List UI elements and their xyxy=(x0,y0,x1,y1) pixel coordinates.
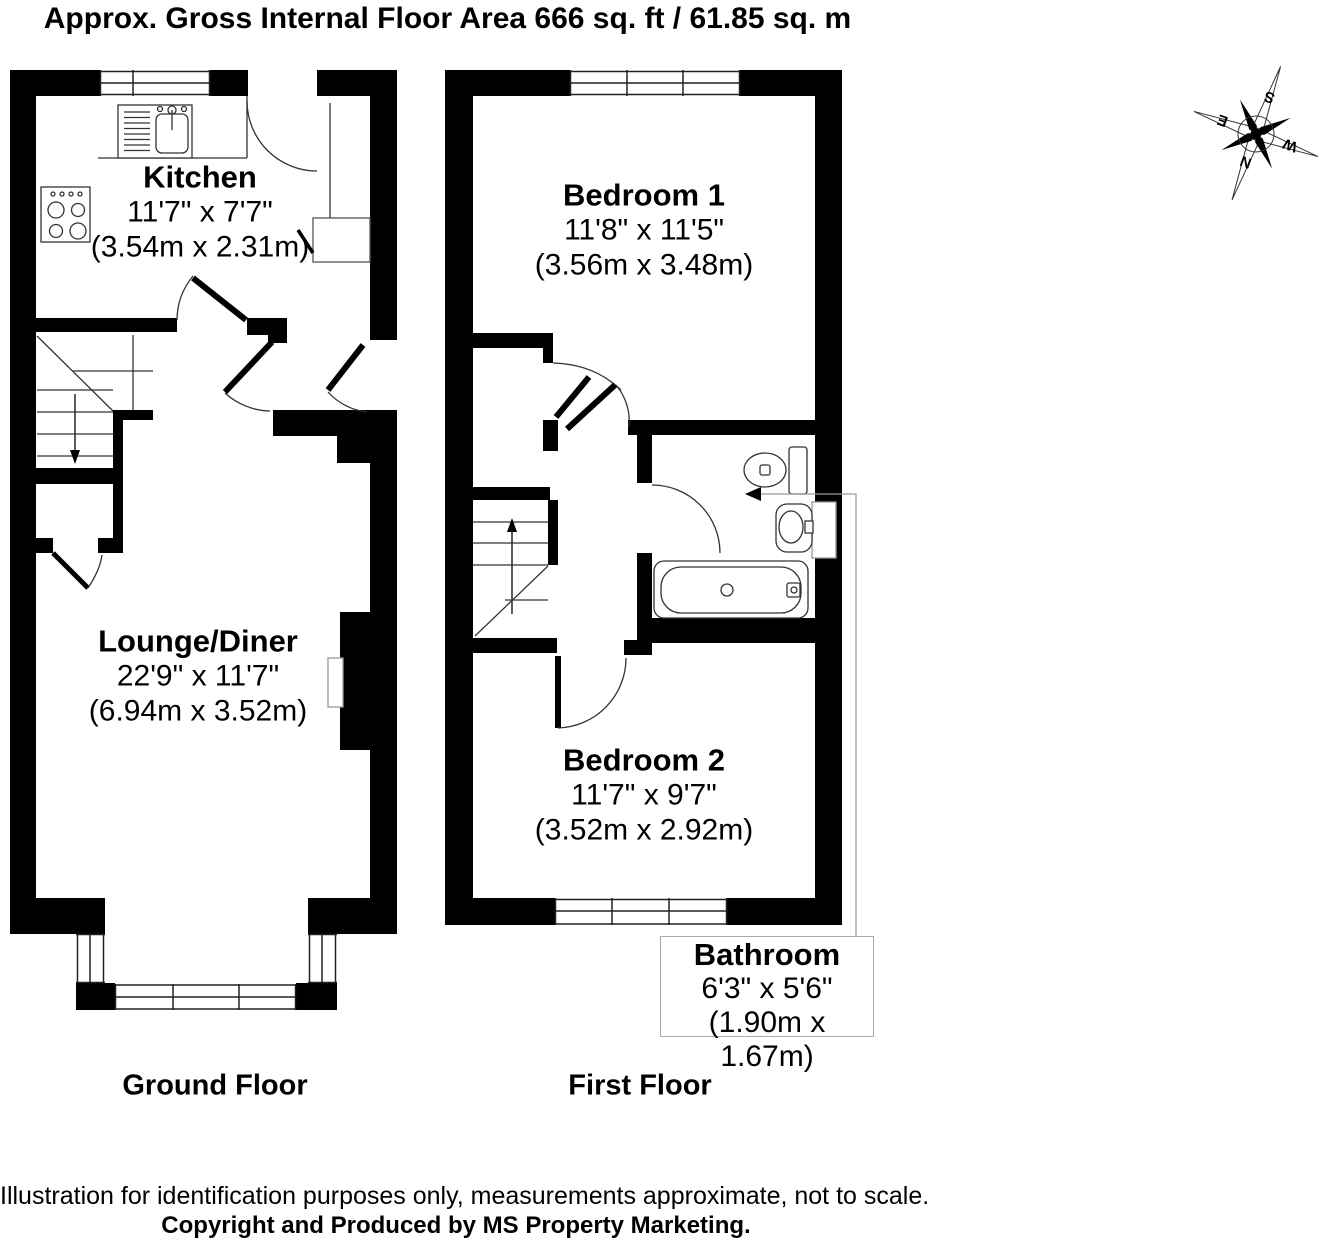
stairs-ground xyxy=(36,335,153,464)
bathroom-door-arc xyxy=(651,484,721,554)
ground-floor-plan xyxy=(10,70,397,1010)
kitchen-label: Kitchen 11'7" x 7'7" (3.54m x 2.31m) xyxy=(91,160,309,265)
footer-disclaimer: Illustration for identification purposes… xyxy=(0,1182,930,1210)
understair-door-leaf xyxy=(51,551,90,590)
bedroom1-door-arc2 xyxy=(615,384,630,428)
bathroom-name: Bathroom xyxy=(693,937,841,972)
back-door-arc xyxy=(327,391,368,413)
basin-niche xyxy=(811,501,837,559)
sink-fixture xyxy=(117,104,193,159)
fireplace-niche xyxy=(327,657,344,708)
first-floor-plan xyxy=(445,70,857,936)
hob-fixture xyxy=(40,186,91,243)
bay-window xyxy=(76,933,337,1010)
bathtub-fixture xyxy=(653,560,809,619)
bedroom1-window xyxy=(569,70,741,96)
understair-door-arc xyxy=(87,554,103,589)
bedroom1-door-leaf2 xyxy=(564,382,618,432)
lounge-diner-metric: (6.94m x 3.52m) xyxy=(88,694,308,728)
compass-north-label: N xyxy=(1238,152,1254,172)
first-floor-doors xyxy=(552,362,721,729)
bedroom2-name: Bedroom 2 xyxy=(563,742,725,778)
stairs-down-arrow xyxy=(70,450,80,464)
bedroom2-metric: (3.52m x 2.92m) xyxy=(534,813,754,847)
toilet-fixture xyxy=(743,446,808,495)
bedroom1-metric: (3.56m x 3.48m) xyxy=(534,248,754,282)
bedroom1-imperial: 11'8" x 11'5" xyxy=(563,213,725,247)
kitchen-imperial: 11'7" x 7'7" xyxy=(127,195,273,229)
kitchen-door-leaf xyxy=(191,275,248,323)
bathroom-label: Bathroom 6'3" x 5'6" (1.90m x 1.67m) xyxy=(660,936,874,1073)
ground-floor-label: Ground Floor xyxy=(122,1069,308,1102)
bedroom1-door-leaf xyxy=(553,375,592,419)
ground-floor-walls xyxy=(10,70,397,1010)
bedroom1-name: Bedroom 1 xyxy=(563,177,725,213)
kitchen-name: Kitchen xyxy=(143,159,257,195)
bedroom1-label: Bedroom 1 11'8" x 11'5" (3.56m x 3.48m) xyxy=(535,178,753,283)
kitchen-metric: (3.54m x 2.31m) xyxy=(90,230,310,264)
basin-fixture xyxy=(775,503,814,553)
compass-south-label: S xyxy=(1262,87,1277,106)
stairs-up-arrow xyxy=(507,518,517,532)
page-title: Approx. Gross Internal Floor Area 666 sq… xyxy=(43,2,852,35)
ground-floor-doors xyxy=(51,100,368,590)
compass-rose-icon: N S E W xyxy=(1193,66,1319,200)
bedroom2-imperial: 11'7" x 9'7" xyxy=(571,778,717,812)
lounge-door-leaf xyxy=(222,339,275,395)
stairs-first xyxy=(473,518,549,637)
lounge-door-arc xyxy=(224,392,271,412)
bathroom-leader-line xyxy=(745,487,857,936)
footer-copyright: Copyright and Produced by MS Property Ma… xyxy=(161,1212,751,1239)
back-door-leaf xyxy=(325,343,366,392)
first-floor-walls xyxy=(445,70,842,925)
compass-west-label: W xyxy=(1280,134,1300,155)
bathroom-imperial: 6'3" x 5'6" xyxy=(701,972,833,1005)
bedroom2-door-arc xyxy=(557,657,627,729)
hall-cupboard xyxy=(296,217,371,263)
first-floor-label: First Floor xyxy=(568,1069,712,1102)
bedroom2-label: Bedroom 2 11'7" x 9'7" (3.52m x 2.92m) xyxy=(535,743,753,848)
lounge-diner-imperial: 22'9" x 11'7" xyxy=(116,659,280,693)
lounge-diner-label: Lounge/Diner 22'9" x 11'7" (6.94m x 3.52… xyxy=(89,624,307,729)
kitchen-window xyxy=(99,70,211,96)
bedroom2-window xyxy=(554,898,728,925)
kitchen-door-arc xyxy=(176,275,194,321)
leader-arrowhead xyxy=(745,487,761,501)
lounge-diner-name: Lounge/Diner xyxy=(98,623,298,659)
front-door-arc xyxy=(246,100,318,172)
bathroom-metric: (1.90m x 1.67m) xyxy=(708,1006,826,1073)
